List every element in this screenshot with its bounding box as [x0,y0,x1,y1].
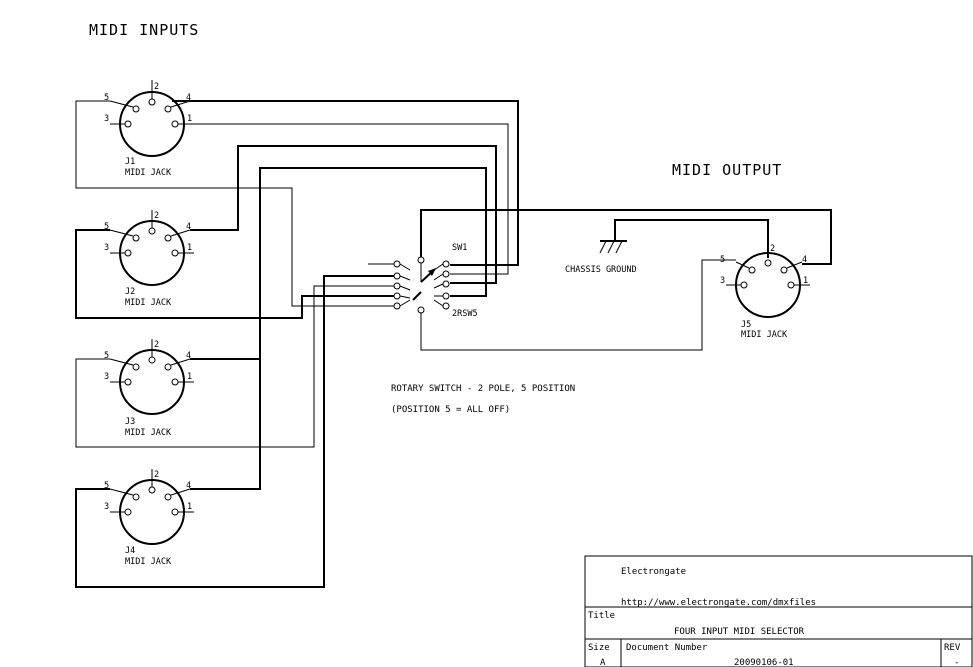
title-block-docnum-label: Document Number [626,643,708,653]
j2-pin1-label: 1 [187,243,192,253]
jack-j3-ref: J3 [125,417,135,427]
j5-pin4-label: 4 [802,255,807,265]
jack-j2-ref: J2 [125,287,135,297]
jack-j2-label: MIDI JACK [125,298,172,308]
title-block: Electrongate http://www.electrongate.com… [584,555,973,667]
title-block-title: FOUR INPUT MIDI SELECTOR [674,627,805,637]
jack-j5: 5 2 4 3 1 J5 MIDI JACK [720,244,810,340]
jack-j4-ref: J4 [125,546,135,556]
switch-ref-label: SW1 [452,243,467,253]
jack-j5-label: MIDI JACK [741,330,788,340]
j3-pin4-label: 4 [186,351,191,361]
j5-pin3-label: 3 [720,276,725,286]
title-block-size: A [600,658,606,667]
jack-j4-label: MIDI JACK [125,557,172,567]
j3-pin3-label: 3 [104,372,109,382]
title-block-docnum: 20090106-01 [734,658,794,667]
j3-pin2-label: 2 [154,340,159,350]
j1-pin1-label: 1 [187,114,192,124]
j1-pin4-label: 4 [186,93,191,103]
j3-pin5-label: 5 [104,351,109,361]
jack-j2: 5 2 4 3 1 J2 MIDI JACK [104,210,194,308]
j1-pin5-label: 5 [104,93,109,103]
j5-pin1-label: 1 [803,276,808,286]
j5-pin2-label: 2 [770,244,775,254]
output-wiring [420,209,832,351]
title-block-url: http://www.electrongate.com/dmxfiles [621,598,816,608]
chassis-ground-label: CHASSIS GROUND [565,265,637,275]
jack-j1-ref: J1 [125,157,135,167]
title-block-title-label: Title [588,611,615,621]
j4-pin2-label: 2 [154,470,159,480]
jack-j1-label: MIDI JACK [125,168,172,178]
jack-j4: 5 2 4 3 1 J4 MIDI JACK [104,469,194,567]
switch-note: (POSITION 5 = ALL OFF) [391,405,510,415]
j4-pin5-label: 5 [104,481,109,491]
j2-pin5-label: 5 [104,222,109,232]
chassis-ground-symbol: CHASSIS GROUND [565,240,637,275]
j2-pin3-label: 3 [104,243,109,253]
jack-j1: 5 2 4 3 1 J1 MIDI JACK [104,80,194,178]
title-block-company: Electrongate [621,567,686,577]
j4-pin1-label: 1 [187,502,192,512]
title-block-size-label: Size [588,643,610,653]
switch-description: ROTARY SWITCH - 2 POLE, 5 POSITION [391,384,575,394]
j2-pin2-label: 2 [154,211,159,221]
input-wiring [75,100,519,588]
jack-j3-label: MIDI JACK [125,428,172,438]
midi-inputs-heading: MIDI INPUTS [89,21,199,39]
title-block-rev-label: REV [944,643,961,653]
j3-pin1-label: 1 [187,372,192,382]
title-block-rev: - [954,658,959,667]
rotary-switch-sw1: SW1 2RSW5 [368,243,478,319]
jack-j3: 5 2 4 3 1 J3 MIDI JACK [104,339,194,438]
j2-pin4-label: 4 [186,222,191,232]
switch-part-label: 2RSW5 [452,309,478,319]
midi-output-heading: MIDI OUTPUT [672,161,782,179]
j4-pin4-label: 4 [186,481,191,491]
j1-pin2-label: 2 [154,82,159,92]
j4-pin3-label: 3 [104,502,109,512]
jack-j5-ref: J5 [741,320,751,330]
j5-pin5-label: 5 [720,255,725,265]
j1-pin3-label: 3 [104,114,109,124]
